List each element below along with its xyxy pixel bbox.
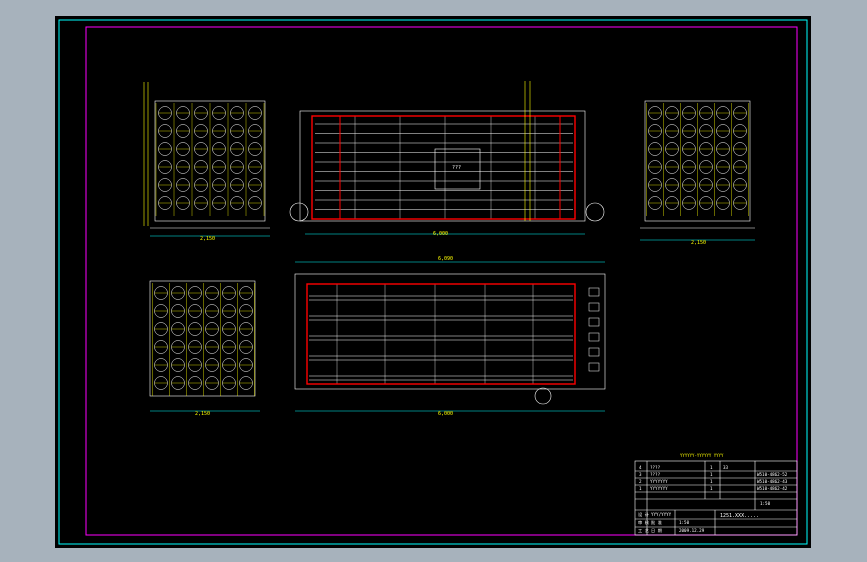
header-fitting xyxy=(588,287,600,297)
front-dim-total: 6,000 xyxy=(433,231,449,237)
drawing-title: 1251.XXX..... xyxy=(720,513,760,519)
part-1-no: 4 xyxy=(639,465,642,470)
part-3-no: 2 xyxy=(639,479,642,484)
part-3-name: YYYYYYY xyxy=(650,479,668,484)
header-fitting xyxy=(588,362,600,372)
header-fitting xyxy=(588,332,600,342)
row-3-b: 日 期 xyxy=(651,528,662,533)
drawing-frame xyxy=(85,26,798,536)
part-4-qty: 1 xyxy=(710,486,713,491)
row-1-b: YYY/YYYY xyxy=(651,512,672,517)
part-1-name: ???? xyxy=(650,465,661,470)
part-4-no: 1 xyxy=(639,486,642,491)
part-4-name: YYYYYYY xyxy=(650,486,668,491)
side-left-top-dim: 2,150 xyxy=(200,236,216,242)
row-2-a: 审 核 xyxy=(638,520,649,525)
plan-dim-bottom: 6,000 xyxy=(438,411,454,417)
part-2-spec: W510-4862-52 xyxy=(757,472,788,477)
front-view xyxy=(289,81,605,235)
title-block xyxy=(634,460,798,536)
row-3-c: 2009.12.29 xyxy=(679,528,705,533)
side-view-left-top xyxy=(143,82,270,237)
row-1-a: 设 计 xyxy=(638,512,649,517)
title-note: YYYYYY-YYYYYY YYYY xyxy=(680,453,724,458)
part-2-no: 3 xyxy=(639,472,642,477)
part-4-spec: W510-4862-42 xyxy=(757,486,788,491)
part-2-name: ???? xyxy=(650,472,661,477)
header-fitting xyxy=(588,347,600,357)
side-left-bottom-dim: 2,150 xyxy=(195,411,211,417)
plan-dim-top: 6,090 xyxy=(438,256,454,262)
plan-view xyxy=(294,261,606,412)
part-3-spec: W510-4862-43 xyxy=(757,479,788,484)
part-1-spec: 33 xyxy=(723,465,729,470)
cad-drawing xyxy=(58,19,808,545)
row-3-a: 工 艺 xyxy=(638,528,649,533)
part-1-qty: 1 xyxy=(710,465,713,470)
part-2-qty: 1 xyxy=(710,472,713,477)
header-fitting xyxy=(588,317,600,327)
row-2-b: 批 准 xyxy=(651,520,662,525)
drawing-scale: 1:50 xyxy=(760,501,771,506)
cad-viewport[interactable]: 6,000 ??? 6,090 6,000 2,150 2,150 2,150 … xyxy=(55,16,811,548)
side-view-left-bottom xyxy=(149,280,260,412)
side-view-right-top xyxy=(640,100,755,241)
part-3-qty: 1 xyxy=(710,479,713,484)
outer-border xyxy=(58,19,808,545)
row-2-c: 1:50 xyxy=(679,520,690,525)
side-right-top-dim: 2,150 xyxy=(691,240,707,246)
front-label-center: ??? xyxy=(452,165,462,171)
header-fitting xyxy=(588,302,600,312)
